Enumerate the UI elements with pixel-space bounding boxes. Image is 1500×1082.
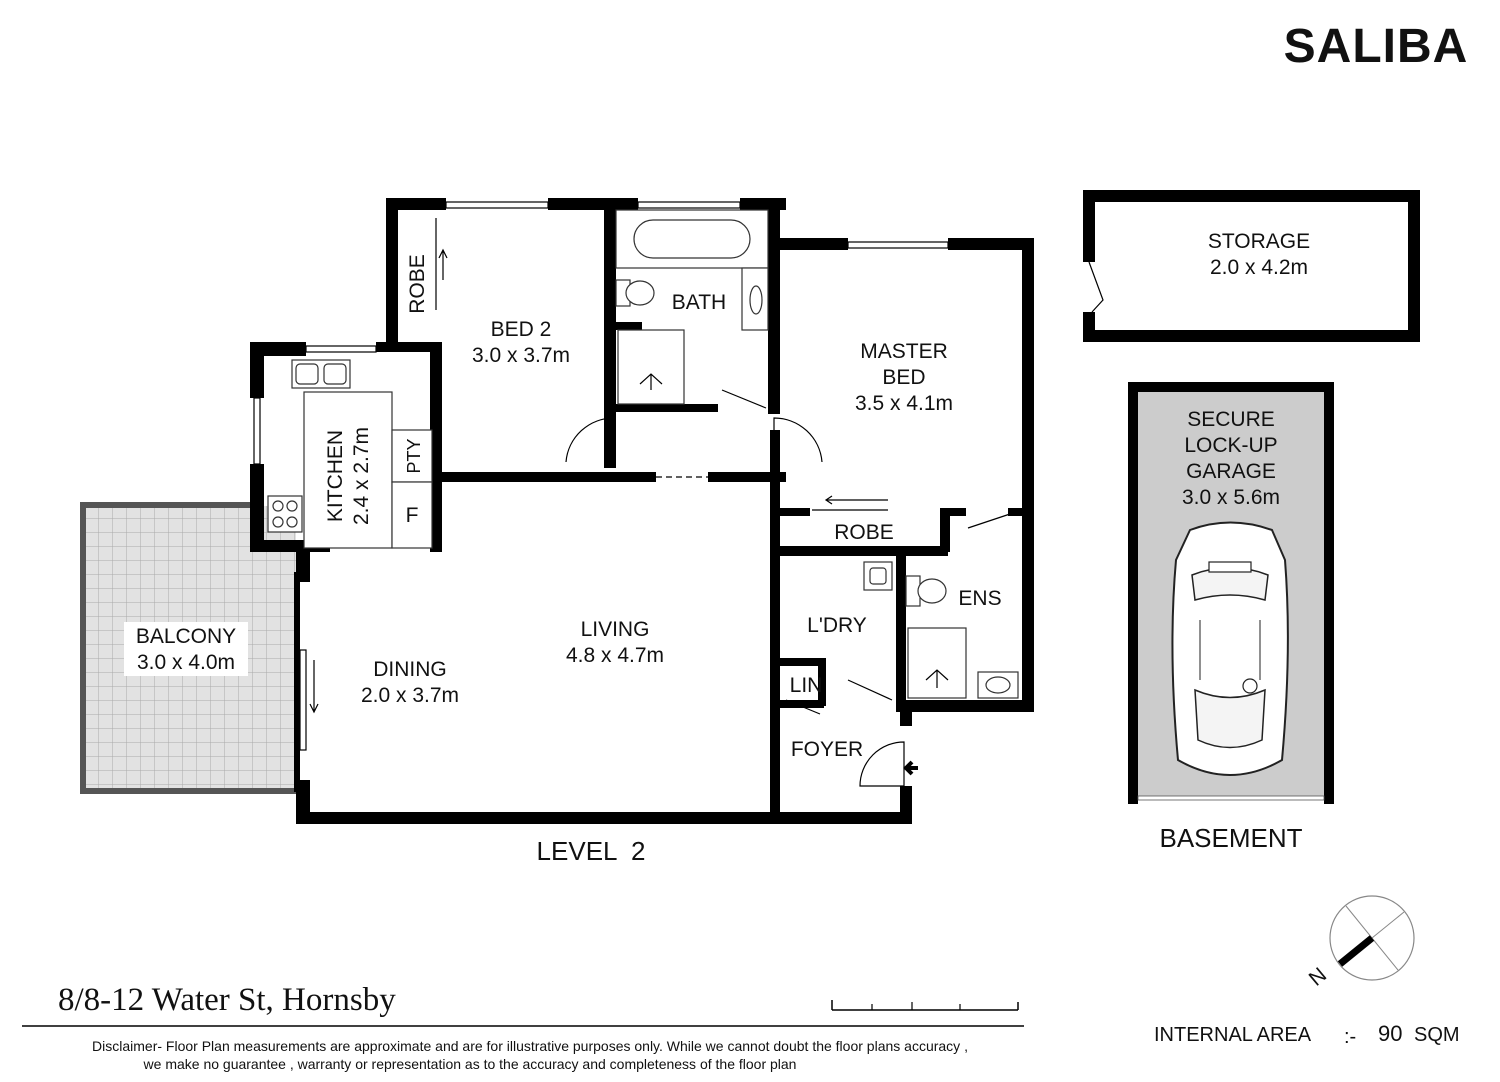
storage-label: STORAGE: [1208, 230, 1310, 253]
master-size: 3.5 x 4.1m: [855, 392, 953, 415]
bed2-label: BED 2: [491, 318, 552, 341]
bed2-size: 3.0 x 3.7m: [472, 344, 570, 367]
foyer-label: FOYER: [791, 738, 863, 761]
garage: SECURE LOCK-UP GARAGE 3.0 x 5.6m: [1128, 382, 1334, 804]
level-label: LEVEL 2: [537, 836, 646, 866]
windows: [253, 201, 949, 780]
property-address: 8/8-12 Water St, Hornsby: [58, 982, 396, 1018]
basement-label: BASEMENT: [1159, 823, 1302, 853]
kitchen-label: KITCHEN: [324, 430, 347, 522]
dining-label: DINING: [373, 658, 447, 681]
robe-top-label: ROBE: [406, 254, 429, 314]
balcony-label: BALCONY: [136, 625, 236, 648]
brand-logo: SALIBA: [1284, 20, 1469, 73]
fridge-label: F: [406, 504, 419, 527]
master-label-2: BED: [882, 366, 925, 389]
internal-area-separator: :-: [1344, 1026, 1356, 1048]
master-label-1: MASTER: [860, 340, 948, 363]
dining-size: 2.0 x 3.7m: [361, 684, 459, 707]
compass-north-label: N: [1305, 963, 1331, 990]
scale-bar: [831, 1000, 1019, 1011]
disclaimer-line-2: we make no guarantee , warranty or repre…: [143, 1056, 797, 1072]
unit-walls: [250, 198, 1034, 824]
pantry-label: PTY: [404, 438, 424, 473]
living-size: 4.8 x 4.7m: [566, 644, 664, 667]
internal-area-unit: SQM: [1414, 1024, 1460, 1046]
compass-icon: N: [1305, 895, 1415, 991]
garage-label-2: LOCK-UP: [1184, 434, 1277, 457]
garage-size: 3.0 x 5.6m: [1182, 486, 1280, 509]
linen-label: LIN: [790, 674, 823, 697]
fixtures: [267, 209, 1019, 699]
disclaimer-line-1: Disclaimer- Floor Plan measurements are …: [92, 1038, 968, 1054]
storage-size: 2.0 x 4.2m: [1210, 256, 1308, 279]
bath-label: BATH: [672, 291, 726, 314]
doors: [309, 218, 1017, 787]
robe-master-label: ROBE: [834, 521, 894, 544]
ensuite-label: ENS: [958, 587, 1001, 610]
garage-label-3: GARAGE: [1186, 460, 1276, 483]
balcony-size: 3.0 x 4.0m: [137, 651, 235, 674]
balcony: BALCONY 3.0 x 4.0m: [80, 502, 296, 794]
living-label: LIVING: [581, 618, 650, 641]
car-icon: [1171, 521, 1289, 776]
internal-area-value: 90: [1378, 1021, 1402, 1046]
kitchen-size: 2.4 x 2.7m: [350, 427, 373, 525]
laundry-label: L'DRY: [807, 614, 867, 637]
garage-label-1: SECURE: [1187, 408, 1275, 431]
internal-area-label: INTERNAL AREA: [1154, 1024, 1312, 1046]
storage-unit: STORAGE 2.0 x 4.2m: [1083, 190, 1420, 342]
